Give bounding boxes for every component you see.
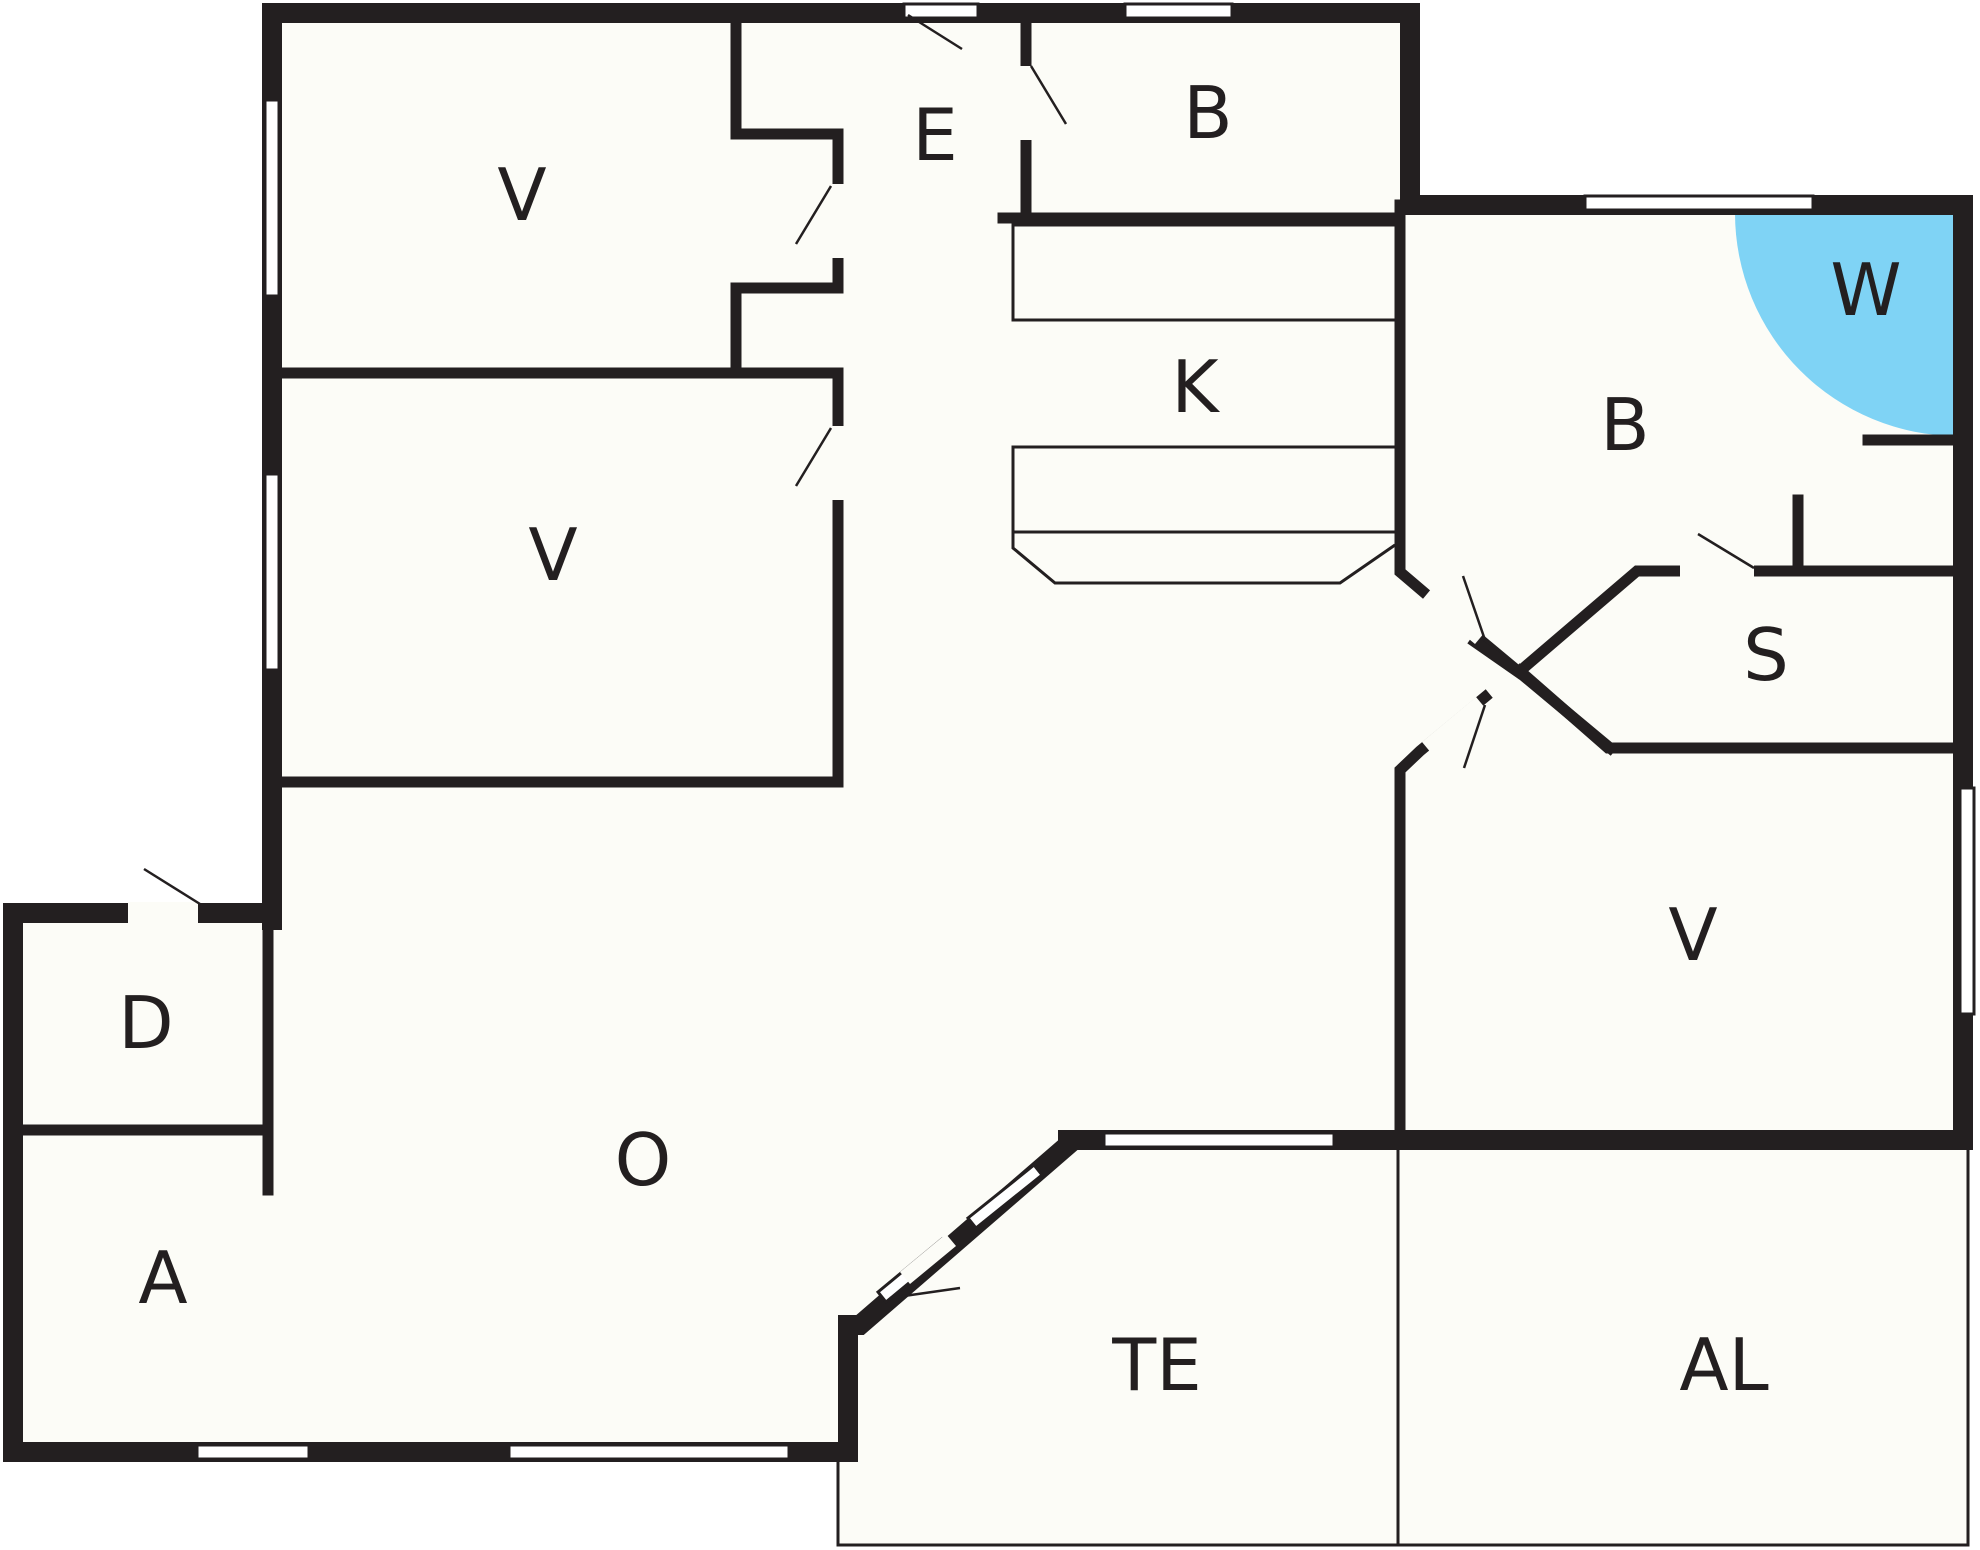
room-label-shower: W — [1830, 248, 1901, 332]
windows — [195, 2, 1976, 1461]
room-label-kitchen: K — [1171, 345, 1220, 429]
room-label-entrance: E — [912, 93, 958, 177]
room-label-bath-right: B — [1600, 383, 1649, 467]
room-labels: V V E B K B W S V D O A TE AL — [118, 71, 1901, 1407]
kitchen-counters — [1011, 223, 1396, 585]
interior-walls — [7, 7, 1964, 1196]
room-label-bedroom-top-left: V — [497, 153, 546, 237]
room-label-storage: S — [1743, 613, 1789, 697]
terrace-outline — [836, 1145, 1970, 1547]
door-swings — [143, 13, 1755, 1300]
room-label-bedroom-right: V — [1668, 893, 1717, 977]
room-label-bedroom-middle-left: V — [528, 513, 577, 597]
room-label-dining: A — [138, 1236, 187, 1320]
shower-area — [1735, 213, 1958, 436]
room-label-closet: D — [118, 981, 173, 1065]
door-openings — [128, 66, 1754, 1284]
room-label-bath-top: B — [1183, 71, 1232, 155]
room-label-living: O — [615, 1118, 672, 1202]
room-label-balcony: AL — [1679, 1323, 1768, 1407]
room-label-terrace: TE — [1111, 1323, 1201, 1407]
